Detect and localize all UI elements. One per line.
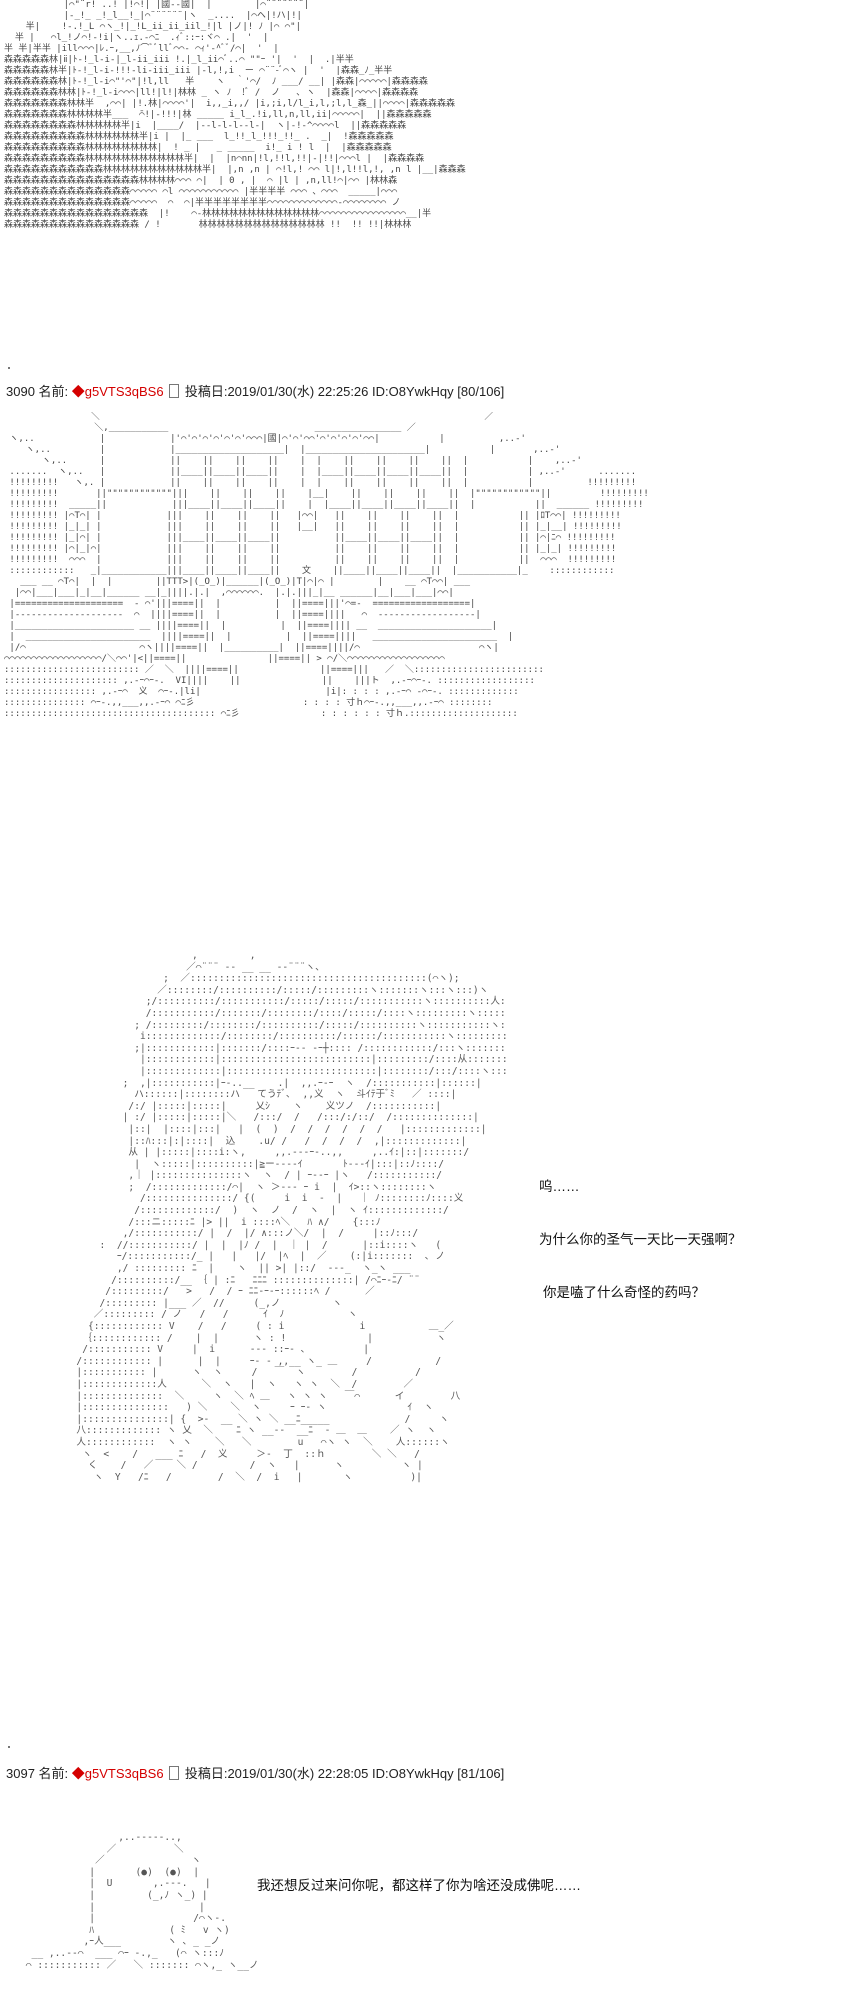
post-count: [80/106]: [457, 384, 505, 399]
creature-ascii-art: ,..-‐‐‐-.., ／ ＼ ／ ヽ | (●) (●) | | U ,.-‐…: [25, 1832, 259, 1971]
girl-ascii-art: , , ／⌒¨¨¨ ‐- __ __ -‐¨¨¨ヽ、 ; ／::::::::::…: [76, 950, 506, 1483]
post-header-3097: 3097 名前: ◆g5VTS3qBS6 投稿日:2019/01/30(水) 2…: [6, 1763, 504, 1782]
building-ascii-art: ＼ ／ ＼,___________ ________________ ／ ヽ,.…: [4, 412, 649, 719]
post-number: 3097: [6, 1766, 35, 1781]
name-label: 名前:: [38, 1766, 69, 1781]
tripcode[interactable]: ◆g5VTS3qBS6: [71, 1766, 164, 1781]
dialogue-line-1: 呜……: [539, 1179, 580, 1194]
poster-id[interactable]: ID:O8YwkHqy: [372, 1766, 454, 1781]
post-datetime: 2019/01/30(水) 22:28:05: [227, 1766, 369, 1781]
forest-castle-ascii-art: |⌒"¨r! ..! |!⌒!| |國--國| | |⌒¨¨¨¨¨¨¨| |-_…: [4, 0, 466, 230]
dialogue-line-3: 你是嗑了什么奇怪的药吗？: [543, 1285, 705, 1300]
post-datetime: 2019/01/30(水) 22:25:26: [227, 384, 369, 399]
name-label: 名前:: [38, 384, 69, 399]
date-label: 投稿日:: [184, 1766, 228, 1781]
separator-dot: [8, 1746, 10, 1748]
dialogue-line-2: 为什么你的圣气一天比一天强啊？: [539, 1232, 742, 1247]
poster-id[interactable]: ID:O8YwkHqy: [372, 384, 454, 399]
dialogue-line-4: 我还想反过来问你呢，都这样了你为啥还没成佛呢……: [257, 1878, 581, 1893]
post-number: 3090: [6, 384, 35, 399]
post-header-3090: 3090 名前: ◆g5VTS3qBS6 投稿日:2019/01/30(水) 2…: [6, 381, 504, 400]
mail-icon: [169, 384, 180, 398]
post-count: [81/106]: [457, 1766, 505, 1781]
mail-icon: [169, 1766, 180, 1780]
tripcode[interactable]: ◆g5VTS3qBS6: [71, 384, 164, 399]
separator-dot: [8, 367, 10, 369]
date-label: 投稿日:: [184, 384, 228, 399]
